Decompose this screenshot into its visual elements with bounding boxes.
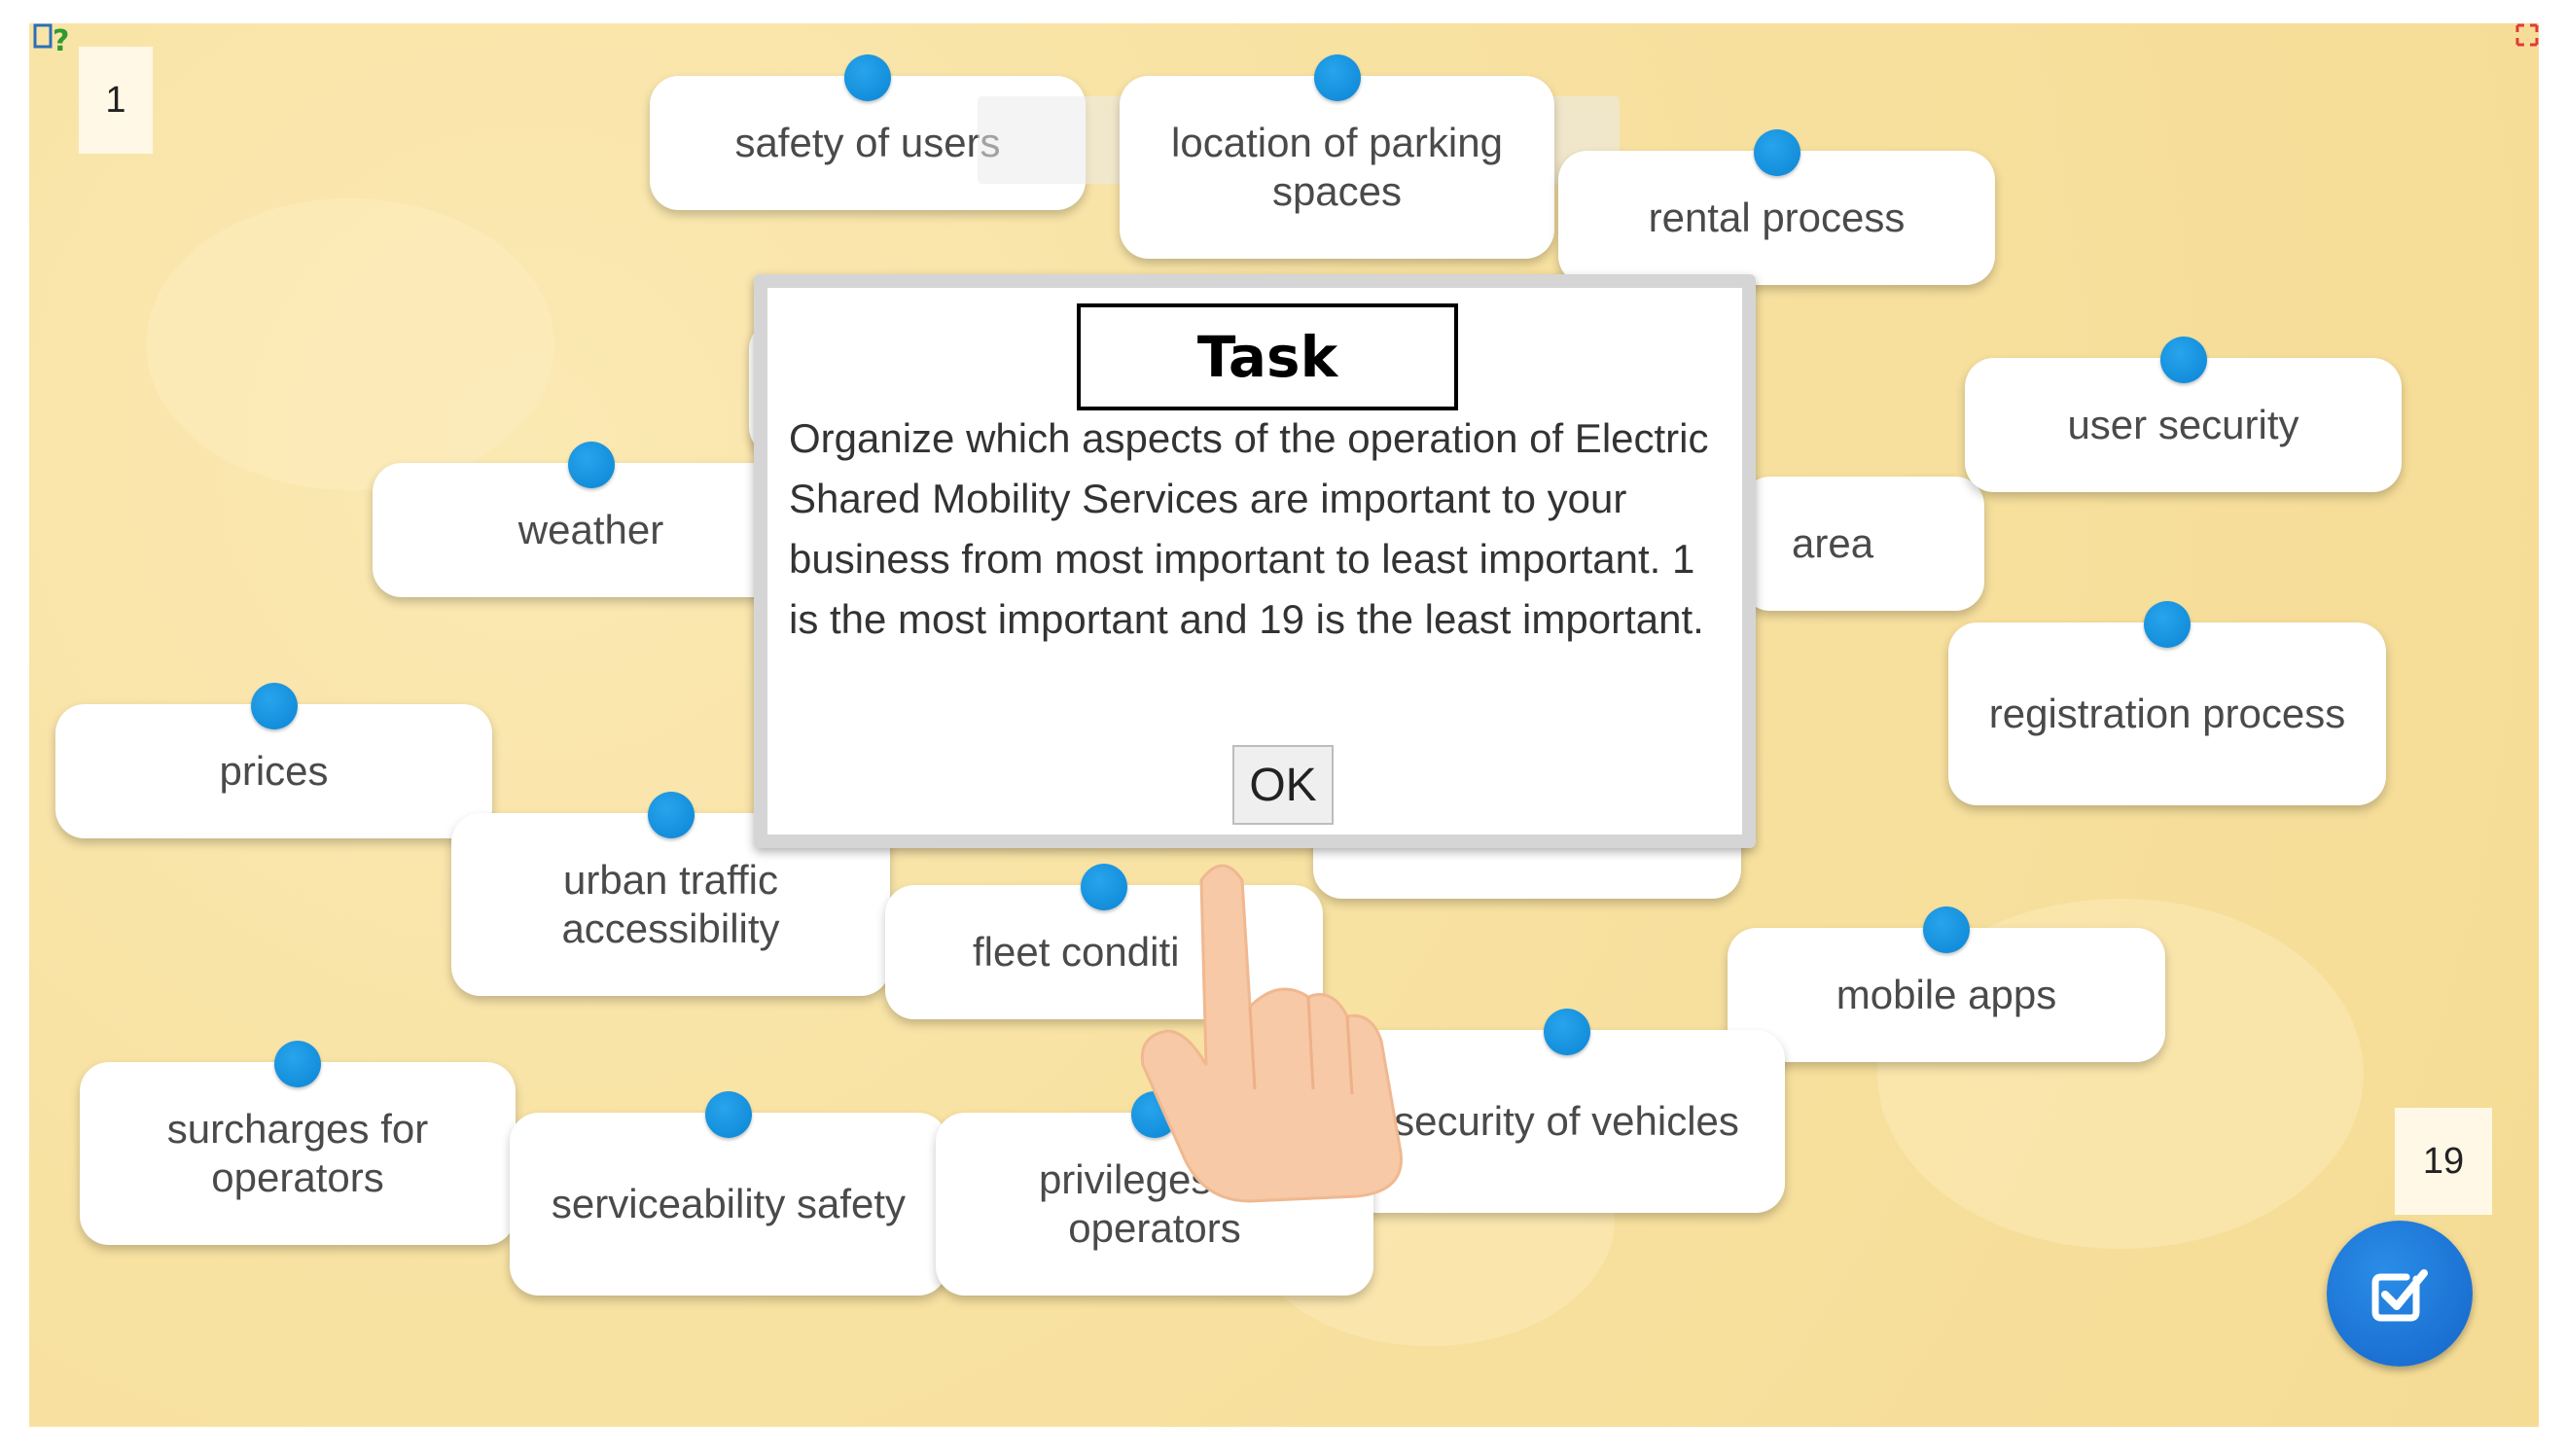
card-label: serviceability safety [551,1181,907,1226]
help-icon[interactable]: ? [33,21,72,61]
drag-pin-icon[interactable] [1923,906,1970,953]
card-label: area [1792,520,1874,566]
drag-pin-icon[interactable] [2144,601,2191,648]
card-label: rental process [1648,195,1906,240]
card-location-of-parking-spaces[interactable]: location of parking spaces [1120,54,1554,259]
card-label: registration process [1988,691,2346,736]
card-rental-process[interactable]: rental process [1558,129,1995,285]
card-label: security of vehicles [1394,1098,1739,1144]
pointing-hand-icon [1133,861,1435,1216]
card-area[interactable]: area [1741,477,1984,611]
card-serviceability-safety[interactable]: serviceability safety [510,1091,947,1296]
rank-bottom-label: 19 [2395,1108,2492,1215]
card-label: urban traffic accessibility [561,857,780,951]
card-weather[interactable]: weather [373,442,809,597]
background-texture [146,198,554,490]
task-title: Task [1077,303,1458,410]
task-dialog-body: Task Organize which aspects of the opera… [767,288,1742,835]
card-label: weather [517,507,664,552]
rank-top-label: 1 [79,47,153,154]
drag-pin-icon[interactable] [567,442,615,488]
card-label: prices [219,748,329,794]
game-board: 1 19 safety of users location of parking… [29,23,2539,1427]
drag-pin-icon[interactable] [705,1091,752,1138]
card-label: privileges for operators [1038,1156,1271,1251]
card-label: fleet conditi [973,929,1180,975]
card-label: mobile apps [1835,972,2057,1017]
drag-pin-icon[interactable] [1753,129,1800,176]
card-label: user security [2067,402,2299,447]
drag-pin-icon[interactable] [844,54,891,101]
task-instructions: Organize which aspects of the operation … [789,415,1709,642]
svg-text:?: ? [53,24,69,56]
ok-button[interactable]: OK [1232,745,1334,825]
card-user-security[interactable]: user security [1965,337,2402,492]
check-button[interactable] [2327,1221,2473,1367]
card-label: surcharges for operators [166,1106,429,1200]
drag-pin-icon[interactable] [1081,864,1127,910]
card-surcharges-for-operators[interactable]: surcharges for operators [80,1041,516,1245]
drag-pin-icon[interactable] [647,792,695,838]
drag-pin-icon[interactable] [250,683,298,729]
drag-pin-icon[interactable] [1313,54,1361,101]
card-prices[interactable]: prices [55,683,492,838]
card-security-of-vehicles[interactable]: security of vehicles [1348,1009,1785,1213]
card-mobile-apps[interactable]: mobile apps [1728,906,2165,1062]
card-registration-process[interactable]: registration process [1948,601,2386,805]
fullscreen-icon[interactable] [2515,23,2539,52]
drag-pin-icon[interactable] [274,1041,321,1087]
task-dialog: Task Organize which aspects of the opera… [754,274,1756,848]
card-label: safety of users [734,120,1001,165]
card-label: location of parking spaces [1171,120,1503,214]
drag-pin-icon[interactable] [1543,1009,1590,1055]
check-icon [2371,1269,2428,1322]
drag-pin-icon[interactable] [2159,337,2207,383]
